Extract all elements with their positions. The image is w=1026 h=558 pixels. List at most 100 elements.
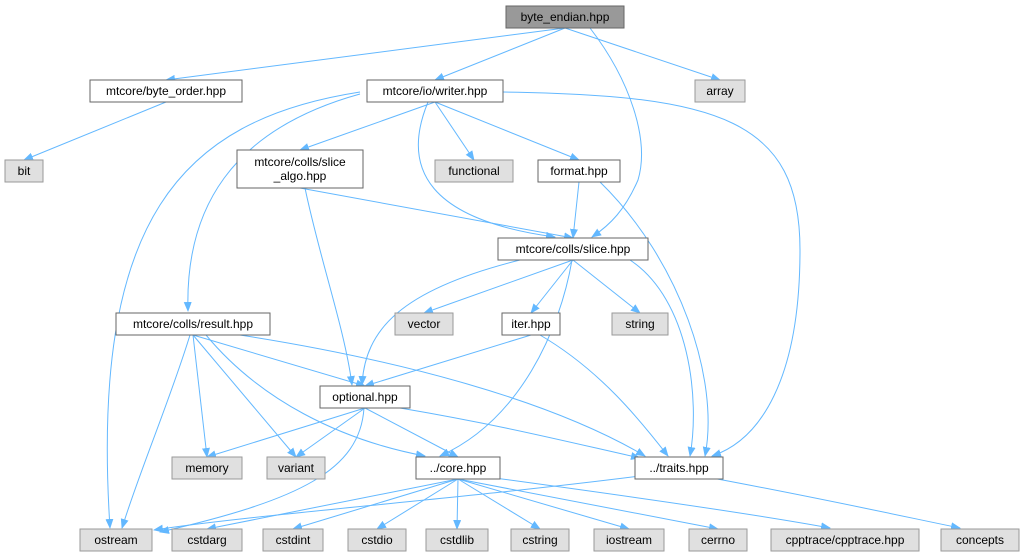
node-label: variant: [278, 461, 315, 475]
edge-core-to-cstring: [457, 478, 541, 530]
edge-slice-to-iter: [530, 259, 574, 314]
node-label: cpptrace/cpptrace.hpp: [786, 533, 905, 547]
node-label: cstdint: [276, 533, 311, 547]
edge-optional-to-memory: [206, 407, 366, 459]
edge-slice-to-traits: [629, 259, 696, 457]
edge-byte_endian-to-writer: [434, 27, 566, 81]
edge-result-to-core: [205, 334, 426, 459]
node-label: mtcore/byte_order.hpp: [106, 84, 226, 98]
node-box: [593, 528, 665, 552]
node-label: array: [706, 84, 733, 98]
edge-core-to-iostream: [457, 478, 630, 531]
edge-slice-to-core: [439, 259, 573, 457]
node-slice[interactable]: mtcore/colls/slice.hpp: [497, 237, 649, 261]
edge-core-to-cstdio: [376, 478, 459, 530]
node-vector: vector: [394, 312, 454, 336]
node-box: [347, 528, 407, 552]
node-box: [79, 528, 153, 552]
node-box: [394, 312, 454, 336]
edge-optional-to-core: [364, 407, 459, 458]
edge-writer-to-functional: [434, 101, 475, 161]
edge-iter-to-traits: [539, 334, 669, 457]
node-array: array: [694, 79, 746, 103]
node-writer[interactable]: mtcore/io/writer.hpp: [366, 79, 504, 103]
edge-slice_algo-to-optional: [304, 187, 355, 386]
node-result[interactable]: mtcore/colls/result.hpp: [115, 312, 271, 336]
node-cpptrace: cpptrace/cpptrace.hpp: [770, 528, 920, 552]
edge-writer-to-ostream: [105, 91, 361, 529]
node-cstring: cstring: [510, 528, 570, 552]
node-box: [634, 456, 724, 480]
node-box: [366, 79, 504, 103]
node-label: cstdarg: [187, 533, 226, 547]
node-traits[interactable]: ../traits.hpp: [634, 456, 724, 480]
edge-result-to-ostream: [120, 334, 191, 529]
node-byte_endian: byte_endian.hpp: [505, 5, 625, 29]
node-label: _algo.hpp: [273, 169, 327, 183]
node-format[interactable]: format.hpp: [537, 159, 621, 183]
edge-core-to-cpptrace: [494, 477, 831, 531]
node-label: ostream: [94, 533, 137, 547]
edge-format-to-slice: [569, 181, 580, 239]
node-label: ../core.hpp: [430, 461, 487, 475]
edge-result-to-variant: [192, 334, 297, 458]
node-box: [319, 385, 411, 409]
node-label: functional: [448, 164, 499, 178]
node-iostream: iostream: [593, 528, 665, 552]
node-box: [4, 159, 44, 183]
node-optional[interactable]: optional.hpp: [319, 385, 411, 409]
node-box: [770, 528, 920, 552]
node-box: [171, 456, 243, 480]
node-box: [497, 237, 649, 261]
edge-result-to-memory: [192, 334, 210, 458]
edge-result-to-traits: [239, 334, 646, 457]
node-cstdint: cstdint: [262, 528, 324, 552]
node-box: [266, 456, 326, 480]
node-label: bit: [18, 164, 31, 178]
edge-writer-to-result: [183, 93, 361, 312]
node-cstdio: cstdio: [347, 528, 407, 552]
edge-writer-to-traits: [502, 91, 801, 457]
node-label: format.hpp: [550, 164, 608, 178]
node-string: string: [611, 312, 669, 336]
node-box: [425, 528, 489, 552]
node-label: cstring: [522, 533, 557, 547]
node-bit: bit: [4, 159, 44, 183]
node-box: [501, 312, 561, 336]
edge-optional-to-ostream: [159, 407, 365, 534]
node-box: [89, 79, 243, 103]
edge-traits-to-concepts: [711, 477, 961, 531]
node-box: [688, 528, 748, 552]
edge-slice_algo-to-slice: [299, 187, 574, 241]
edge-traits-to-ostream: [153, 475, 641, 533]
edge-optional-to-variant: [295, 407, 366, 458]
node-variant: variant: [266, 456, 326, 480]
node-box: [434, 159, 514, 183]
edge-writer-to-slice_algo: [299, 101, 436, 151]
edge-slice-to-vector: [423, 259, 574, 314]
edge-byte_endian-to-slice: [589, 27, 642, 238]
node-label: concepts: [956, 533, 1004, 547]
node-label: cstdio: [361, 533, 393, 547]
edge-result-to-optional: [192, 334, 366, 388]
edge-core-to-cstdlib: [453, 478, 462, 530]
node-box: [510, 528, 570, 552]
node-box: [537, 159, 621, 183]
node-label: cstdlib: [440, 533, 474, 547]
node-slice_algo[interactable]: mtcore/colls/slice_algo.hpp: [236, 149, 364, 189]
edge-optional-to-traits: [399, 407, 641, 460]
edge-writer-to-slice: [417, 101, 556, 240]
edge-core-to-cerrno: [457, 478, 719, 532]
node-memory: memory: [171, 456, 243, 480]
node-core[interactable]: ../core.hpp: [415, 456, 501, 480]
node-box: [940, 528, 1020, 552]
node-cstdlib: cstdlib: [425, 528, 489, 552]
node-cstdarg: cstdarg: [171, 528, 243, 552]
node-label: cerrno: [701, 533, 735, 547]
edge-writer-to-format: [434, 101, 580, 161]
node-label: mtcore/io/writer.hpp: [383, 84, 488, 98]
node-iter[interactable]: iter.hpp: [501, 312, 561, 336]
edge-core-to-cstdarg: [206, 478, 459, 532]
node-byte_order[interactable]: mtcore/byte_order.hpp: [89, 79, 243, 103]
